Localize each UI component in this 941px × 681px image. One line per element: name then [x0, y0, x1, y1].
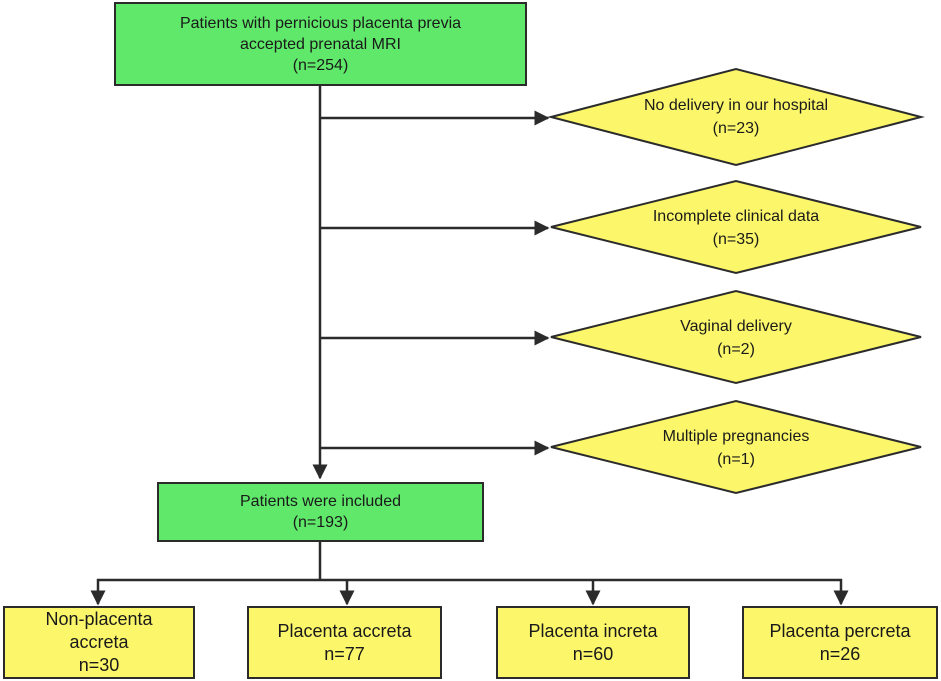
included-box-line1: Patients were included: [240, 493, 401, 510]
included-box-line2: (n=193): [292, 514, 349, 531]
exclusion-diamond-3: [550, 289, 922, 385]
exclusion-label-2: Incomplete clinical data: [652, 208, 820, 225]
outcome-4-line2: n=26: [819, 643, 861, 664]
outcome-1-line3: n=30: [78, 655, 120, 675]
outcome-box-non-placenta-accreta: Non-placenta accreta n=30: [3, 606, 195, 679]
outcome-2-line2: n=77: [324, 643, 365, 664]
included-box: Patients were included (n=193): [157, 482, 484, 542]
exclusion-count-3: (n=2): [717, 341, 755, 358]
exclusion-diamond-1: [547, 67, 925, 167]
outcome-1-line1: Non-placenta: [45, 609, 153, 629]
outcome-4-line1: Placenta percreta: [769, 620, 911, 641]
outcome-1-line2: accreta: [69, 632, 129, 652]
outcome-box-placenta-percreta: Placenta percreta n=26: [742, 606, 938, 679]
exclusion-text-4: Multiple pregnancies (n=1): [601, 424, 871, 472]
exclusion-diamond-2: [550, 179, 922, 275]
exclusion-diamond-4: [550, 399, 922, 495]
outcome-2-line1: Placenta accreta: [277, 620, 412, 641]
exclusion-label-3: Vaginal delivery: [680, 318, 792, 335]
top-box-line2: accepted prenatal MRI: [240, 35, 401, 53]
exclusion-count-2: (n=35): [712, 231, 760, 248]
outcome-box-placenta-increta: Placenta increta n=60: [496, 606, 690, 679]
outcome-box-placenta-accreta: Placenta accreta n=77: [247, 606, 442, 679]
exclusion-text-1: No delivery in our hospital (n=23): [601, 93, 871, 141]
exclusion-count-4: (n=1): [717, 451, 755, 468]
exclusion-text-2: Incomplete clinical data (n=35): [601, 204, 871, 252]
exclusion-label-1: No delivery in our hospital: [643, 97, 829, 114]
exclusion-text-3: Vaginal delivery (n=2): [601, 314, 871, 362]
top-box: Patients with pernicious placenta previa…: [114, 2, 527, 86]
top-box-line1: Patients with pernicious placenta previa: [179, 14, 462, 32]
outcome-3-line1: Placenta increta: [528, 620, 658, 641]
exclusion-count-1: (n=23): [712, 120, 760, 137]
top-box-line3: (n=254): [292, 56, 349, 74]
outcome-3-line2: n=60: [572, 643, 614, 664]
exclusion-label-4: Multiple pregnancies: [662, 428, 810, 445]
